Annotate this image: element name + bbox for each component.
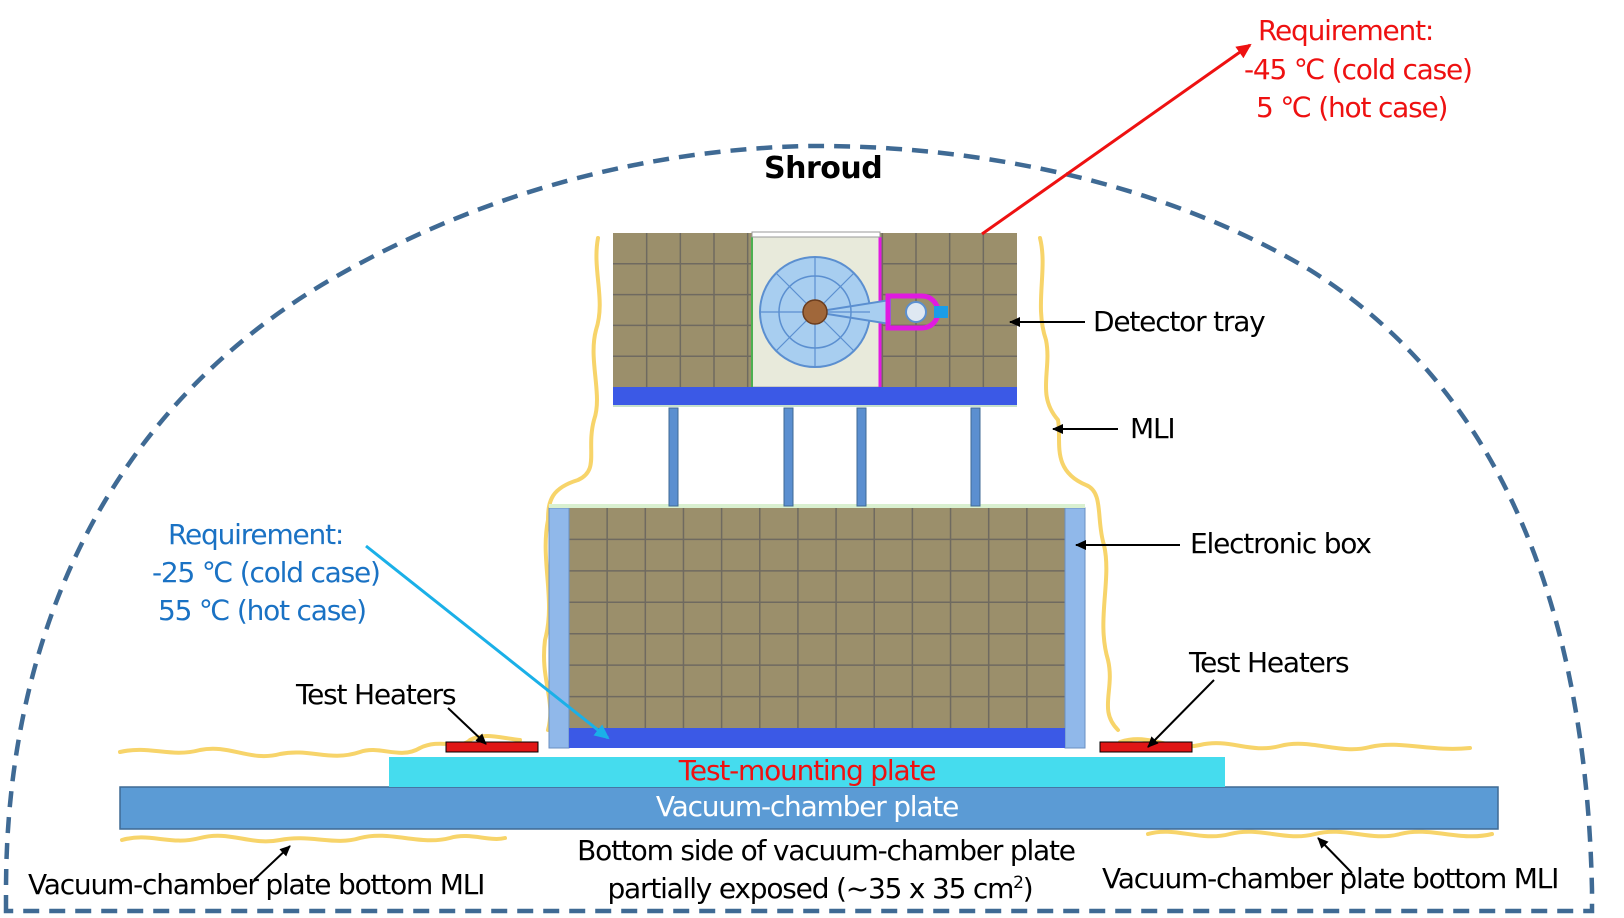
detector-requirement-arrow — [981, 43, 1252, 236]
detector-disc — [759, 256, 891, 368]
test-heaters-left-label: Test Heaters — [295, 678, 456, 711]
detector-tray-base — [613, 387, 1017, 405]
bottom-side-label-line2: partially exposed (~35 x 35 cm2) — [607, 872, 1032, 905]
electronic-box-label: Electronic box — [1190, 527, 1371, 560]
detector-requirement-hot: 5 ℃ (hot case) — [1256, 91, 1447, 124]
detector-requirement-title: Requirement: — [1258, 14, 1433, 47]
electronics-requirement-cold: -25 ℃ (cold case) — [152, 556, 380, 589]
electronics-requirement: Requirement: -25 ℃ (cold case) 55 ℃ (hot… — [152, 518, 381, 627]
bottom-mli-left-label: Vacuum-chamber plate bottom MLI — [28, 868, 484, 901]
test-mounting-plate — [389, 757, 1225, 787]
test-heaters-right-label: Test Heaters — [1188, 646, 1349, 679]
electronics-requirement-hot: 55 ℃ (hot case) — [158, 594, 366, 627]
vacuum-chamber-plate — [119, 786, 1499, 830]
bottom-mli-right-label: Vacuum-chamber plate bottom MLI — [1102, 862, 1558, 895]
support-struts — [668, 407, 981, 507]
shroud-outline — [3, 143, 1595, 914]
mli-label: MLI — [1130, 412, 1174, 445]
shroud-label: Shroud — [764, 151, 882, 186]
electronic-box-base — [569, 728, 1065, 748]
detector-tray-label: Detector tray — [1093, 305, 1265, 338]
test-mounting-plate-label: Test-mounting plate — [678, 754, 935, 787]
electronics-requirement-title: Requirement: — [168, 518, 343, 551]
electronics-requirement-arrow — [365, 544, 610, 740]
vacuum-chamber-plate-label: Vacuum-chamber plate — [656, 790, 958, 823]
electronic-box-left-panel — [548, 507, 570, 749]
detector-tray — [613, 231, 1017, 407]
electronic-box — [548, 504, 1086, 749]
detector-motor — [885, 293, 948, 331]
test-heater-left — [445, 741, 539, 753]
test-heater-right — [1099, 741, 1193, 753]
bottom-side-label-line1: Bottom side of vacuum-chamber plate — [577, 834, 1075, 867]
detector-requirement-cold: -45 ℃ (cold case) — [1244, 53, 1472, 86]
leader-arrows — [253, 43, 1353, 881]
detector-requirement: Requirement: -45 ℃ (cold case) 5 ℃ (hot … — [1244, 14, 1473, 124]
